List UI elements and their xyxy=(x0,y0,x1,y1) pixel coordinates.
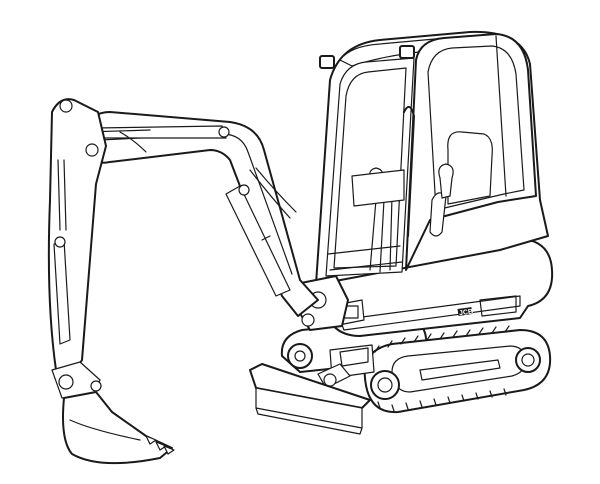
dozer-cylinder-pivot xyxy=(323,373,337,387)
operator-seat xyxy=(447,131,493,205)
right-joystick xyxy=(438,163,454,199)
bucket-assembly xyxy=(62,391,175,465)
dozer-blade-assembly xyxy=(249,363,371,435)
track-assembly xyxy=(280,318,552,414)
dipper-cylinder-pin xyxy=(218,126,230,138)
dipper-top-pin xyxy=(59,99,73,113)
dipper-assembly xyxy=(47,98,107,399)
sprocket-hub xyxy=(377,377,393,393)
boom-foot-pin xyxy=(301,313,315,327)
linkage-pin-front xyxy=(90,380,102,392)
slew-ring xyxy=(339,347,369,367)
linkage-pin xyxy=(58,374,74,390)
rear-sprocket-hub xyxy=(294,350,306,362)
door-handle xyxy=(429,192,447,237)
drive-sprocket xyxy=(370,370,400,400)
dozer-blade-edge xyxy=(255,407,363,435)
body-panel-line xyxy=(479,295,517,317)
door-glass xyxy=(427,45,525,211)
boom-hydraulic-hoses xyxy=(119,131,297,219)
travel-levers xyxy=(369,195,393,273)
brand-logo-badge xyxy=(457,307,473,316)
cab-front-window xyxy=(325,57,415,277)
front-window-glass xyxy=(333,67,407,269)
boom-assembly xyxy=(79,111,349,331)
rear-sprocket xyxy=(287,343,313,369)
bucket xyxy=(62,391,173,465)
boom-dipper-pivot xyxy=(85,143,99,157)
dipper-hoses xyxy=(57,159,67,231)
boom-cylinder xyxy=(225,185,291,297)
boom xyxy=(79,111,319,317)
cab-window-sill xyxy=(327,245,403,271)
brand-logo-text: JCB xyxy=(459,308,474,317)
track-treads xyxy=(374,325,510,412)
bucket-cylinder-pin xyxy=(54,236,66,248)
cab-work-light-right xyxy=(399,45,415,59)
door-pillar xyxy=(495,35,507,197)
dozer-blade xyxy=(249,363,371,409)
bucket-teeth xyxy=(145,435,175,455)
dipper-cylinder xyxy=(85,125,227,139)
bucket-rib xyxy=(69,419,141,441)
cab-grab-rail xyxy=(403,105,415,237)
cab-work-light-left xyxy=(319,55,335,69)
track-frame-slot xyxy=(419,359,501,381)
operator-cab xyxy=(315,30,549,285)
boom-cylinder-pin xyxy=(238,184,250,196)
idler-wheel xyxy=(515,347,541,373)
boom-cylinder-rod xyxy=(261,235,271,241)
control-console xyxy=(351,169,405,207)
idler-hub xyxy=(521,353,535,367)
